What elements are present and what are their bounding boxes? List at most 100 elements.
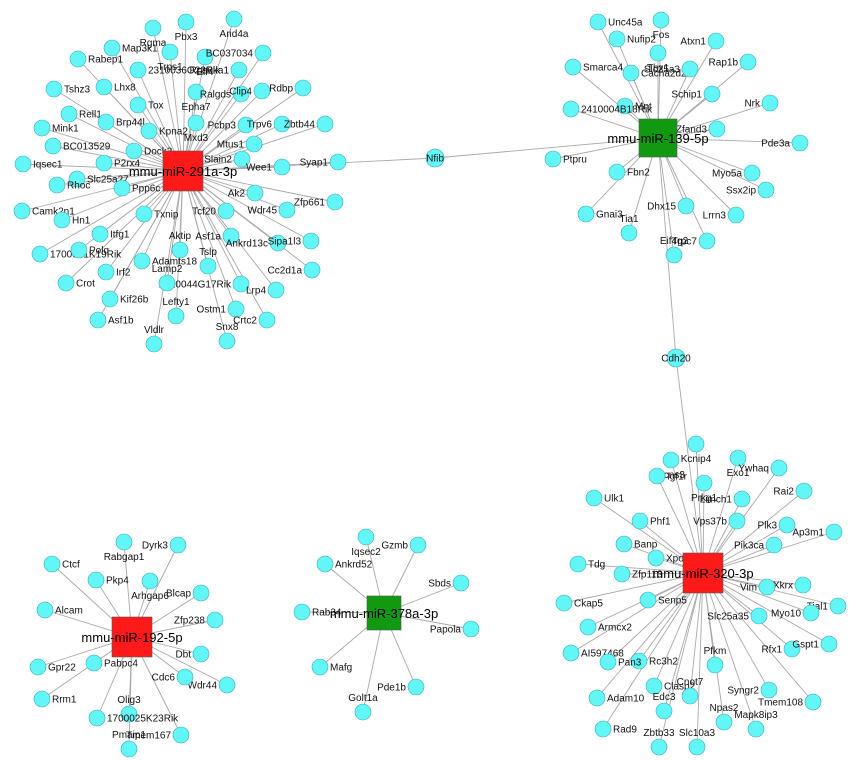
gene-node-rab34: Rab34 xyxy=(293,603,342,621)
gene-label: Rell1 xyxy=(79,110,102,121)
gene-node-adam10: Adam10 xyxy=(588,689,645,707)
gene-node-circle xyxy=(757,181,775,199)
gene-node-circle xyxy=(639,591,657,609)
gene-label: Cnot7 xyxy=(677,677,704,688)
gene-node-circle xyxy=(120,705,138,723)
gene-node-circle xyxy=(171,241,189,259)
gene-node-ostm1: Ostm1 xyxy=(197,300,245,318)
gene-label: Schip1 xyxy=(671,90,702,101)
gene-node-circle xyxy=(544,150,562,168)
gene-node-zfand3: Zfand3 xyxy=(676,120,726,138)
gene-node-dhx15: Dhx15 xyxy=(647,197,695,215)
gene-label: Slc25a3 xyxy=(644,65,681,76)
edge xyxy=(657,137,677,359)
gene-node-rgma: Rgma xyxy=(140,19,167,49)
hub-label: mmu-miR-291a-3p xyxy=(129,164,237,179)
gene-node-atxn1: Atxn1 xyxy=(680,32,725,50)
gene-node-cdc6: Cdc6 xyxy=(152,668,194,686)
gene-node-nufip2: Nufip2 xyxy=(608,30,656,48)
gene-node-circle xyxy=(278,201,296,219)
gene-label: Rc3h2 xyxy=(649,657,678,668)
gene-node-iqsec1: Iqsec1 xyxy=(14,155,63,173)
edge xyxy=(182,170,313,271)
gene-node-map3k1: Map3k1 xyxy=(103,39,158,57)
gene-label: Ctcf xyxy=(62,560,80,571)
gene-node-eif4g2: Eif4g2 xyxy=(660,236,689,264)
gene-node-lamp2: Lamp2 xyxy=(152,264,183,292)
edge xyxy=(702,572,757,730)
gene-node-circle xyxy=(316,115,334,133)
gene-node-circle xyxy=(258,311,276,329)
gene-node-circle xyxy=(594,720,612,738)
gene-label: Epha7 xyxy=(182,102,211,113)
gene-label: Kcns3 xyxy=(657,470,685,481)
gene-label: Cacna2d2 xyxy=(641,69,687,80)
gene-label: Asf1a xyxy=(195,232,221,243)
gene-node-lefty1: Lefty1 xyxy=(162,297,190,325)
gene-node-tslp: Tslp xyxy=(199,247,217,275)
gene-node-cnot7: Cnot7 xyxy=(677,677,704,705)
gene-node-exo1: Exo1 xyxy=(727,449,750,479)
gene-node-circle xyxy=(69,50,87,68)
gene-node-circle xyxy=(569,555,587,573)
gene-node-circle xyxy=(232,85,250,103)
gene-node-circle xyxy=(687,435,705,453)
gene-node-circle xyxy=(218,332,236,350)
gene-node-wee1: Wee1 xyxy=(246,158,291,176)
gene-label: Tmem108 xyxy=(758,698,803,709)
gene-node-circle xyxy=(652,11,670,29)
gene-node-circle xyxy=(91,225,109,243)
gene-node-bc013529: BC013529 xyxy=(44,137,111,155)
gene-node-circle xyxy=(246,184,264,202)
gene-node-pmaip1: Pmaip1 xyxy=(112,730,146,758)
gene-node-circle xyxy=(820,635,838,653)
gene-label: Snx8 xyxy=(216,322,239,333)
gene-node-mink1: Mink1 xyxy=(33,119,79,137)
gene-label: Ralgds xyxy=(200,90,231,101)
gene-node-circle xyxy=(87,571,105,589)
gene-label: Dbt xyxy=(175,650,191,661)
gene-node-circle xyxy=(227,300,245,318)
gene-node-clasp2: Clasp2 xyxy=(645,677,696,695)
bridge-node-cdh20: Cdh20 xyxy=(661,348,691,368)
hub-square xyxy=(162,150,204,192)
gene-label: Polq xyxy=(89,246,109,257)
gene-label: Pde1b xyxy=(377,683,406,694)
gene-node-pik3ca: Pik3ca xyxy=(734,536,783,554)
gene-label: Sbds xyxy=(428,579,451,590)
gene-node-circle xyxy=(760,681,778,699)
gene-label: Wdr45 xyxy=(248,206,278,217)
gene-node-ctcf: Ctcf xyxy=(43,555,80,573)
gene-label: Olig3 xyxy=(117,695,141,706)
gene-node-prkg1: Prkg1 xyxy=(691,474,717,504)
gene-node-armcx2: Armcx2 xyxy=(579,618,632,636)
gene-label: Nufip2 xyxy=(627,35,656,46)
edge xyxy=(702,572,725,723)
gene-node-mafg: Mafg xyxy=(311,658,352,676)
gene-node-ankrd52: Ankrd52 xyxy=(316,555,373,573)
gene-node-circle xyxy=(302,232,320,250)
gene-label: Lefty1 xyxy=(162,297,190,308)
gene-node-circle xyxy=(97,263,115,281)
gene-node-rfx1: Rfx1 xyxy=(761,640,801,658)
gene-node-polq: Polq xyxy=(70,241,109,259)
gene-node-circle xyxy=(681,60,699,78)
gene-label: Alcam xyxy=(55,606,83,617)
gene-label: Rdbp xyxy=(269,84,293,95)
bridge-label: Nfib xyxy=(426,154,444,165)
gene-node-crtc2: Crtc2 xyxy=(233,311,276,329)
gene-node-circle xyxy=(97,113,115,131)
gene-node-circle xyxy=(294,79,312,97)
gene-node-pcbp3: Pcbp3 xyxy=(208,116,255,134)
gene-node-circle xyxy=(728,512,746,530)
gene-node-circle xyxy=(616,97,634,115)
gene-label: Rabgap1 xyxy=(104,552,145,563)
gene-node-circle xyxy=(802,604,820,622)
edge xyxy=(702,531,835,574)
gene-node-circle xyxy=(452,574,470,592)
gene-label: 2310036O22Rik xyxy=(148,66,221,77)
gene-label: Blcap xyxy=(166,589,191,600)
gene-node-clip4: Clip4 xyxy=(229,82,271,100)
gene-node-circle xyxy=(562,100,580,118)
